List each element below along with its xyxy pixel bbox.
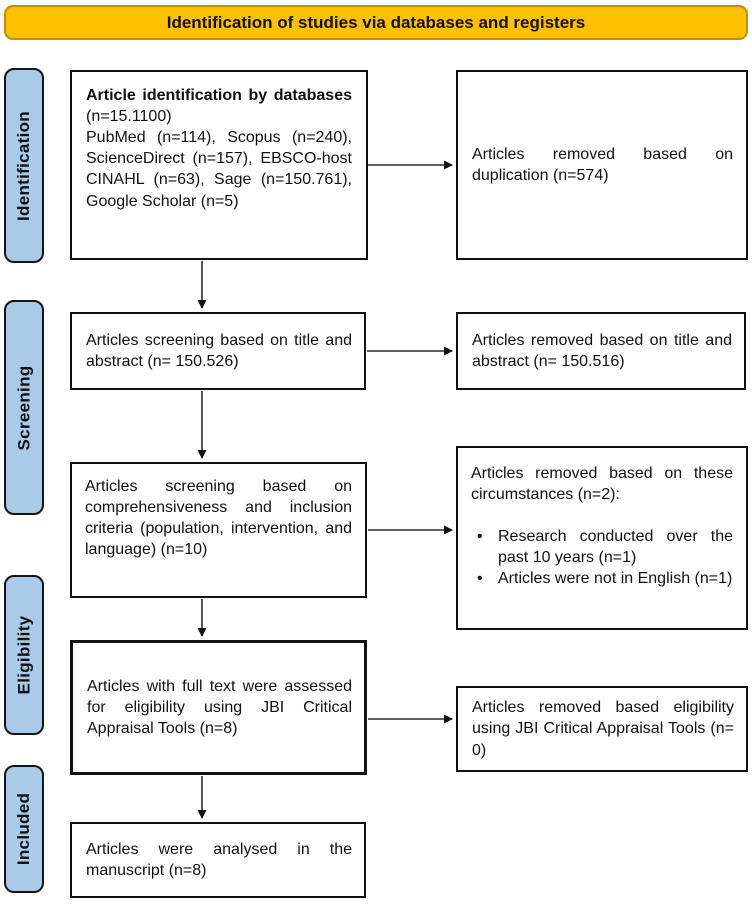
stage-included: Included [4, 765, 44, 893]
box-included-analysed: Articles were analysed in the manuscript… [70, 822, 366, 898]
stage-eligibility: Eligibility [4, 575, 44, 735]
stage-screening-label: Screening [14, 365, 33, 450]
stage-identification-label: Identification [14, 110, 34, 221]
box-removed-jbi-eligibility: Articles removed based eligibility using… [456, 686, 748, 772]
box-removed-title-abstract: Articles removed based on title and abst… [456, 312, 746, 390]
removed-circumstances-list: Research conducted over the past 10 year… [471, 526, 733, 589]
box-article-identification-sources: PubMed (n=114), Scopus (n=240), ScienceD… [86, 129, 352, 210]
removed-circumstance-item: Research conducted over the past 10 year… [471, 526, 733, 568]
box-screening-title-abstract-text: Articles screening based on title and ab… [86, 331, 352, 370]
stage-included-label: Included [14, 792, 34, 866]
box-article-identification-title-count: (n=15.1100) [86, 108, 172, 126]
box-removed-duplication-text: Articles removed based on duplication (n… [472, 145, 733, 184]
box-screening-comprehensiveness: Articles screening based on comprehensiv… [70, 462, 367, 598]
stage-identification: Identification [4, 68, 44, 263]
box-removed-title-abstract-text: Articles removed based on title and abst… [472, 331, 732, 370]
box-fulltext-eligibility: Articles with full text were assessed fo… [70, 640, 367, 775]
box-removed-circumstances-intro: Articles removed based on these circumst… [471, 465, 733, 504]
box-removed-duplication: Articles removed based on duplication (n… [456, 70, 748, 260]
stage-screening: Screening [4, 300, 44, 515]
box-removed-circumstances: Articles removed based on these circumst… [456, 446, 748, 630]
box-article-identification: Article identification by databases (n=1… [70, 70, 368, 260]
box-article-identification-title: Article identification by databases (n=1… [86, 85, 352, 127]
box-removed-jbi-eligibility-text: Articles removed based eligibility using… [472, 699, 734, 759]
box-article-identification-title-bold: Article identification by databases [86, 87, 352, 104]
diagram-title: Identification of studies via databases … [166, 12, 586, 32]
stage-eligibility-label: Eligibility [14, 615, 33, 695]
box-screening-title-abstract: Articles screening based on title and ab… [70, 312, 366, 390]
box-screening-comprehensiveness-text: Articles screening based on comprehensiv… [85, 478, 352, 559]
box-fulltext-eligibility-text: Articles with full text were assessed fo… [87, 677, 352, 738]
diagram-title-banner: Identification of studies via databases … [4, 5, 748, 40]
removed-circumstance-item: Articles were not in English (n=1) [471, 568, 733, 589]
box-included-analysed-text: Articles were analysed in the manuscript… [86, 840, 352, 879]
